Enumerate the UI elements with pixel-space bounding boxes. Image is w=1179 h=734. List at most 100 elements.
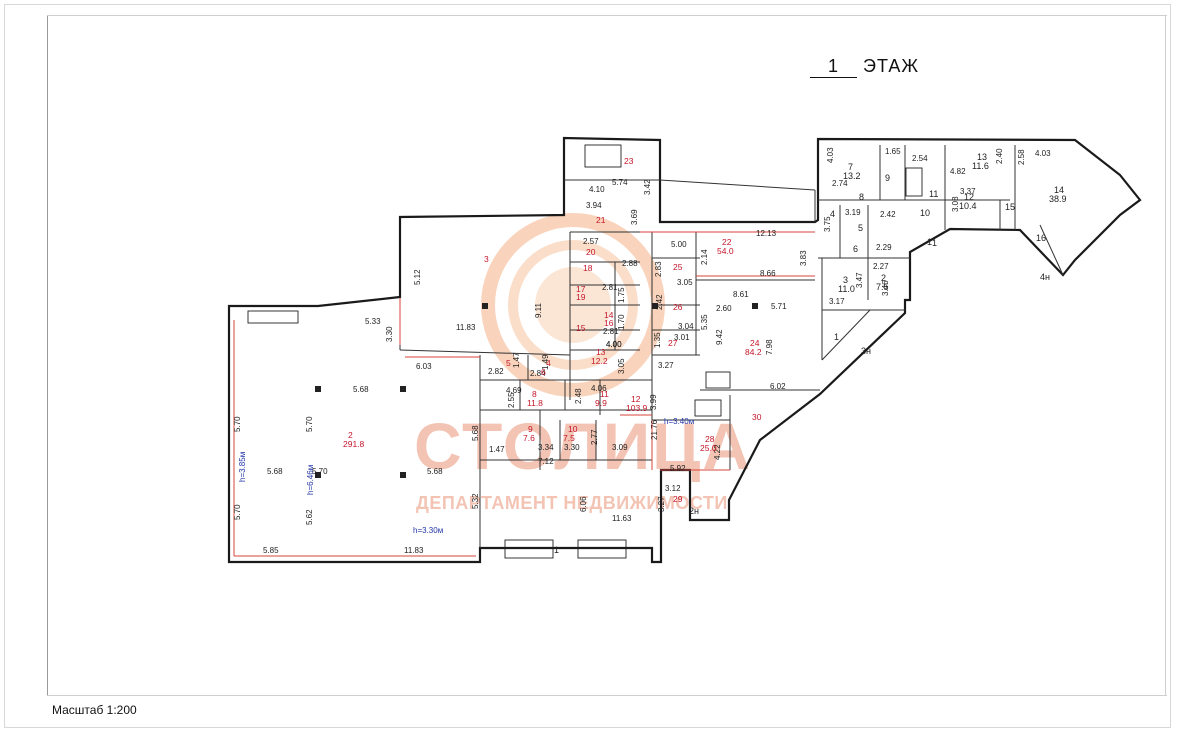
dimension-label: 5.68 — [471, 425, 480, 441]
dimension-label: 4.03 — [826, 147, 835, 163]
dimension-label: 1.49 — [541, 354, 550, 370]
dimension-label: 2.58 — [1017, 149, 1026, 165]
dimension-label: 4.10 — [589, 185, 605, 194]
stairs — [247, 144, 923, 559]
dimension-label: 3.30 — [385, 326, 394, 342]
dimension-label: 3.42 — [643, 179, 652, 195]
dimension-label: 1.35 — [653, 332, 662, 348]
right-room-labels: 713.21311.61438.91210.4311.027.565489101… — [830, 152, 1067, 294]
dimension-label: 2.88 — [622, 259, 638, 268]
dimension-label: 3.05 — [617, 358, 626, 374]
dimension-label: 3.19 — [845, 208, 861, 217]
ceiling-height-label: h=3.85м — [238, 452, 247, 482]
room-area: 12.2 — [591, 356, 608, 366]
room-number: 28 — [705, 434, 715, 444]
dimension-label: 3.27 — [657, 496, 666, 512]
room-number: 5 — [506, 358, 511, 368]
dimension-label: 3.01 — [674, 333, 690, 342]
room-number: 9 — [528, 424, 533, 434]
room-area: 11.8 — [527, 398, 543, 408]
dimension-label: 21.76 — [650, 419, 659, 440]
room-area: 291.8 — [343, 439, 365, 449]
dimension-label: 3.34 — [538, 443, 554, 452]
dimension-label: 5.68 — [427, 467, 443, 476]
watermark-subtitle: ДЕПАРТАМЕНТ НЕДВИЖИМОСТИ — [416, 493, 728, 513]
dimension-label: 7.98 — [765, 339, 774, 355]
dimension-label: 3.04 — [678, 322, 694, 331]
dimension-label: 6.03 — [416, 362, 432, 371]
room-area: 6 — [541, 367, 546, 377]
dimension-label: 2.54 — [912, 154, 928, 163]
dimension-label: 2.42 — [880, 210, 896, 219]
dimension-label: 3.46 — [881, 280, 890, 296]
dimension-lines — [233, 231, 815, 557]
dimension-label: 2.83 — [654, 261, 663, 277]
room-area: 7.6 — [523, 433, 535, 443]
room-area: 10.4 — [959, 201, 977, 211]
dimension-label: 2.48 — [574, 388, 583, 404]
dimension-label: 4.22 — [713, 444, 722, 460]
room-number: 10 — [568, 424, 578, 434]
dimension-label: 5.68 — [267, 467, 283, 476]
room-number: 6 — [853, 244, 858, 254]
room-number: 26 — [673, 302, 683, 312]
room-area: 25.0 — [700, 443, 717, 453]
room-number: 16 — [1036, 233, 1046, 243]
room-area: 7.5 — [876, 282, 889, 292]
dimension-label: 1.70 — [617, 314, 626, 330]
room-number: 21 — [596, 215, 606, 225]
dimension-label: 3.08 — [951, 196, 960, 212]
entrance-label: 1 — [932, 238, 937, 248]
dimension-label: 3.75 — [823, 216, 832, 232]
frame-line — [47, 15, 1167, 16]
ceiling-height-label: h=3.30м — [413, 526, 443, 535]
columns — [315, 303, 758, 478]
entrance-label: 2н — [689, 506, 699, 516]
room-number: 2 — [881, 273, 886, 283]
room-number: 1 — [927, 237, 932, 247]
room-number: 17 — [576, 284, 586, 294]
room-number: 23 — [624, 156, 634, 166]
room-number: 22 — [722, 237, 732, 247]
dimension-label: 5.70 — [305, 416, 314, 432]
dimension-label: 5.32 — [471, 493, 480, 509]
room-number: 4 — [546, 358, 551, 368]
room-number: 25 — [673, 262, 683, 272]
dimension-label: 12.13 — [756, 229, 777, 238]
scale-label: Масштаб 1:200 — [52, 703, 137, 717]
dimension-label: 11.63 — [612, 514, 632, 523]
dimension-label: 5.00 — [671, 240, 687, 249]
room-number: 7 — [848, 162, 853, 172]
floor-title: 1 ЭТАЖ — [810, 56, 919, 78]
dimension-label: 1.47 — [489, 445, 505, 454]
room-number: 3 — [843, 275, 848, 285]
dimension-label: 2.60 — [716, 304, 732, 313]
room-area: 54.0 — [717, 246, 734, 256]
dimension-label: 11.83 — [456, 323, 476, 332]
room-number: 3 — [484, 254, 489, 264]
dimension-label: 5.92 — [670, 464, 686, 473]
dimension-label: 5.85 — [263, 546, 279, 555]
dimension-label: 2.14 — [700, 249, 709, 265]
dimension-label: 2.57 — [583, 237, 599, 246]
frame-line — [47, 15, 48, 695]
dimension-label: 4.00 — [606, 340, 622, 349]
room-number: 2 — [348, 430, 353, 440]
dimension-label: 5.12 — [413, 269, 422, 285]
dimension-label: 3.27 — [658, 361, 674, 370]
room-number: 18 — [583, 263, 593, 273]
room-area: 84.2 — [745, 347, 762, 357]
dimension-label: 1.65 — [885, 147, 901, 156]
room-number: 14 — [604, 310, 614, 320]
room-area: 11.0 — [838, 284, 855, 294]
dimension-label: 2.74 — [832, 179, 848, 188]
dimension-label: 3.12 — [665, 484, 681, 493]
room-area: 9.9 — [595, 398, 607, 408]
room-number: 10 — [920, 208, 930, 218]
room-number: 8 — [859, 192, 864, 202]
room-number: 8 — [532, 389, 537, 399]
dimension-label: 3.94 — [586, 201, 602, 210]
dimension-label: 6.02 — [770, 382, 786, 391]
frame-line — [1165, 15, 1166, 695]
